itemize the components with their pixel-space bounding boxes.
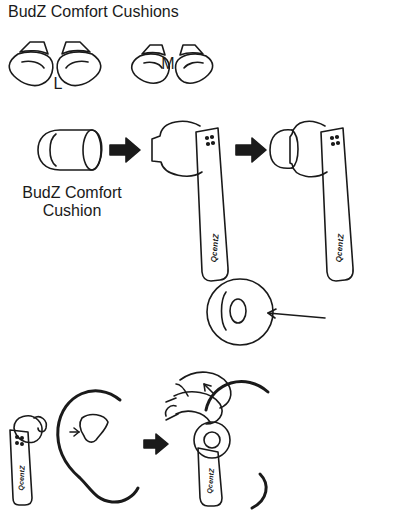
arrow <box>110 138 140 162</box>
ear <box>58 391 138 502</box>
size-label: L <box>54 75 63 93</box>
earbud-with-cushion <box>270 121 353 281</box>
brand-logo: QcentZ <box>334 233 346 262</box>
comfort-cushion <box>38 130 102 170</box>
earbud-small <box>10 416 46 505</box>
part-label: BudZ Comfort Cushion <box>2 184 142 221</box>
arrow <box>236 138 266 162</box>
diagram-title: BudZ Comfort Cushions <box>8 3 179 21</box>
cushion-medium-pair <box>132 45 213 83</box>
brand-logo: QcentZ <box>209 233 221 262</box>
brand-logo: QcentZ <box>17 465 26 491</box>
brand-logo: QcentZ <box>206 468 216 494</box>
size-label: M <box>161 55 174 73</box>
arrow <box>144 434 168 454</box>
ear-insertion <box>166 372 268 508</box>
cushion-front-view <box>207 279 325 345</box>
earbud <box>152 121 228 281</box>
